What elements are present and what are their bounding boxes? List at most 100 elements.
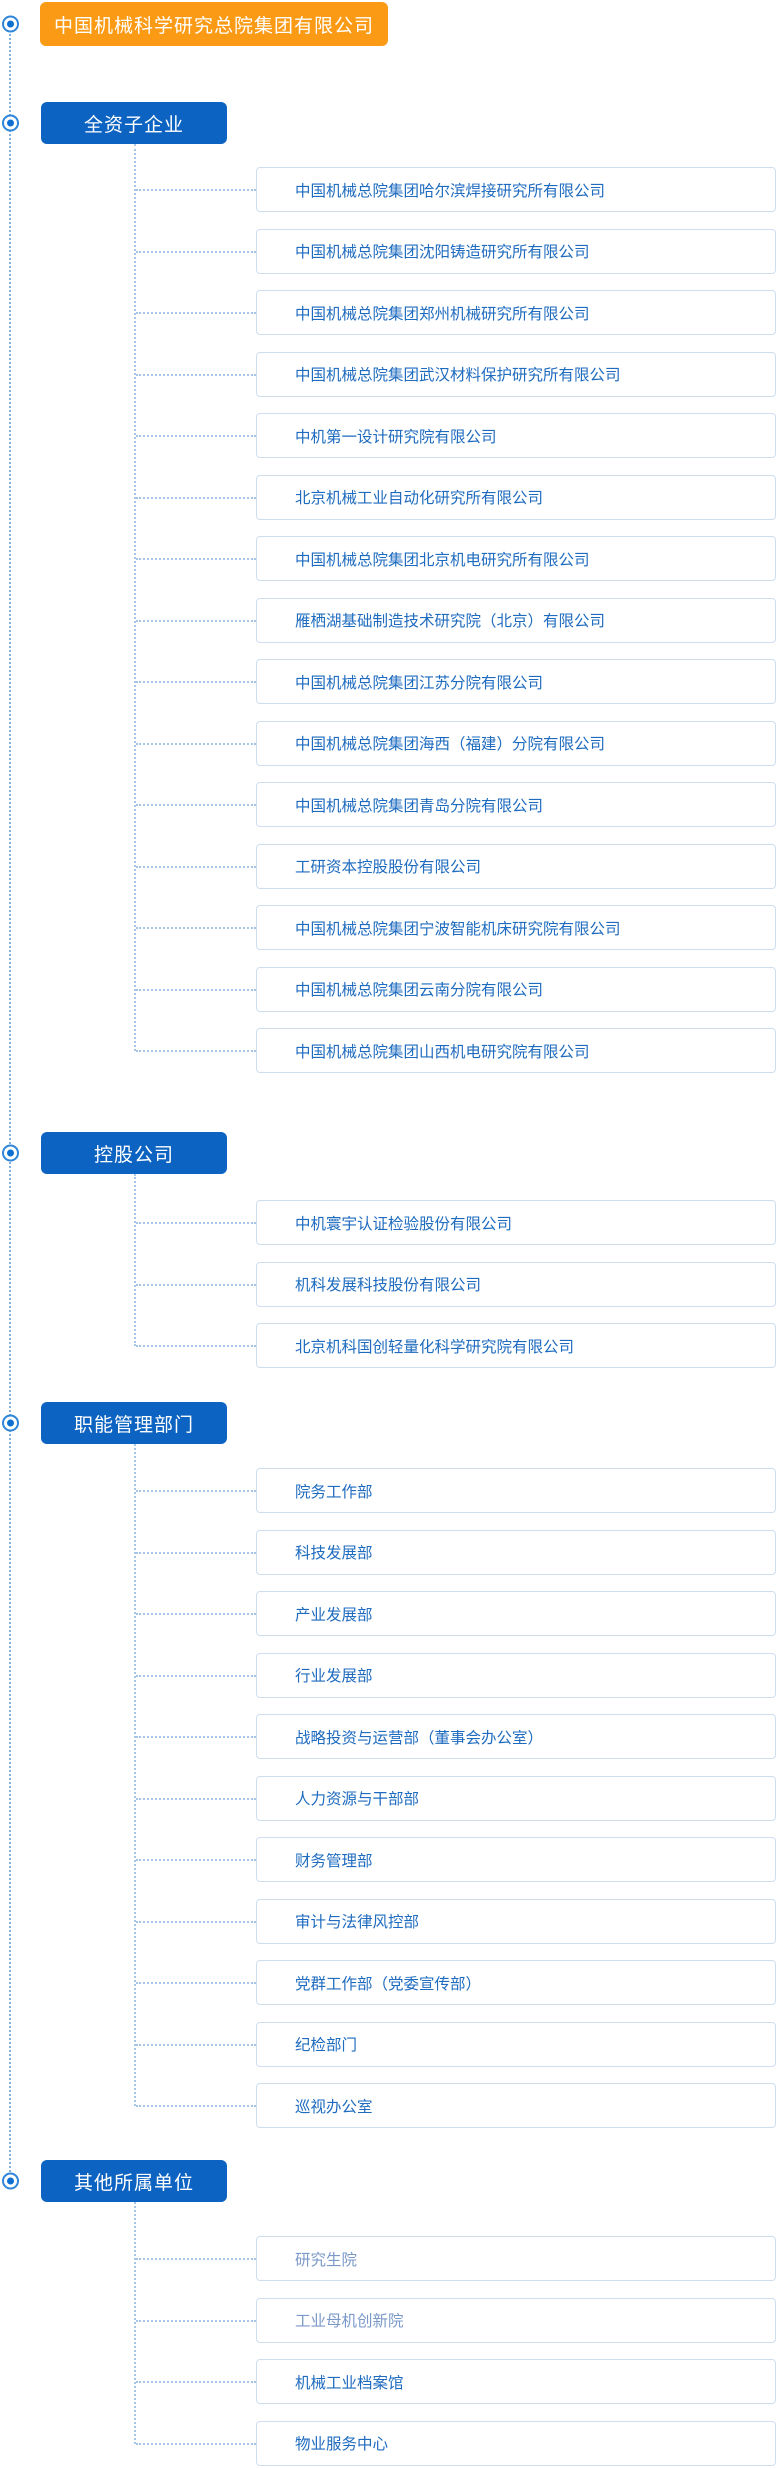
item-connector-line: [136, 619, 256, 622]
node-bullet-icon: [2, 2172, 19, 2190]
org-item[interactable]: 中国机械总院集团哈尔滨焊接研究所有限公司: [136, 167, 776, 212]
section-block: 职能管理部门院务工作部科技发展部产业发展部行业发展部战略投资与运营部（董事会办公…: [0, 1402, 779, 2128]
org-item-label: 中国机械总院集团云南分院有限公司: [295, 982, 544, 999]
org-item-label: 中国机械总院集团郑州机械研究所有限公司: [295, 305, 590, 323]
node-bullet-dot: [7, 1149, 14, 1157]
section-items: 研究生院工业母机创新院机械工业档案馆物业服务中心: [134, 2202, 776, 2466]
section-head: 全资子企业: [0, 102, 779, 144]
org-item-label: 工研资本控股股份有限公司: [295, 859, 482, 876]
org-item-label: 中国机械总院集团宁波智能机床研究院有限公司: [295, 920, 621, 938]
section-connector-line: [134, 2202, 136, 2444]
item-connector-line: [136, 373, 256, 376]
org-item-label: 机科发展科技股份有限公司: [295, 1277, 482, 1294]
node-bullet-dot: [7, 119, 14, 127]
node-bullet-icon: [2, 114, 19, 132]
sections-container: 全资子企业中国机械总院集团哈尔滨焊接研究所有限公司中国机械总院集团沈阳铸造研究所…: [0, 102, 779, 2466]
org-item[interactable]: 科技发展部: [136, 1529, 776, 1575]
section-header-button[interactable]: 职能管理部门: [41, 1402, 227, 1444]
item-connector-line: [136, 1797, 256, 1800]
item-connector-line: [136, 189, 256, 191]
org-item-label: 中国机械总院集团青岛分院有限公司: [295, 797, 544, 815]
org-item[interactable]: 北京机械工业自动化研究所有限公司: [136, 474, 776, 520]
org-item-label: 中国机械总院集团江苏分院有限公司: [295, 674, 544, 692]
org-item-label: 产业发展部: [295, 1606, 373, 1624]
org-item[interactable]: 中国机械总院集团沈阳铸造研究所有限公司: [136, 228, 776, 274]
org-item-label: 工业母机创新院: [295, 2313, 404, 2330]
item-connector-line: [136, 1283, 256, 1286]
org-item[interactable]: 工业母机创新院: [136, 2297, 776, 2343]
org-item[interactable]: 院务工作部: [136, 1468, 776, 1513]
org-item[interactable]: 中国机械总院集团云南分院有限公司: [136, 966, 776, 1012]
section-items: 中机寰宇认证检验股份有限公司机科发展科技股份有限公司北京机科国创轻量化科学研究院…: [134, 1174, 776, 1368]
org-item[interactable]: 财务管理部: [136, 1837, 776, 1882]
node-bullet-dot: [7, 20, 14, 28]
org-item-label: 中国机械总院集团北京机电研究所有限公司: [295, 551, 590, 569]
org-item[interactable]: 雁栖湖基础制造技术研究院（北京）有限公司: [136, 597, 776, 643]
org-item[interactable]: 中国机械总院集团江苏分院有限公司: [136, 659, 776, 704]
node-bullet-icon: [2, 1144, 19, 1162]
item-connector-line: [136, 1613, 256, 1615]
org-item-label: 北京机械工业自动化研究所有限公司: [295, 490, 544, 507]
item-connector-line: [136, 804, 256, 806]
org-item[interactable]: 中国机械总院集团郑州机械研究所有限公司: [136, 290, 776, 335]
org-item[interactable]: 中国机械总院集团青岛分院有限公司: [136, 782, 776, 827]
section-header-button[interactable]: 控股公司: [41, 1132, 227, 1174]
node-bullet-icon: [2, 15, 19, 33]
node-bullet-icon: [2, 1414, 19, 1432]
item-connector-line: [136, 1982, 256, 1984]
org-item[interactable]: 北京机科国创轻量化科学研究院有限公司: [136, 1323, 776, 1368]
org-item[interactable]: 中国机械总院集团海西（福建）分院有限公司: [136, 720, 776, 766]
item-connector-line: [136, 2381, 256, 2383]
org-item[interactable]: 战略投资与运营部（董事会办公室）: [136, 1714, 776, 1759]
section-header-button[interactable]: 全资子企业: [41, 102, 227, 144]
org-item-label: 科技发展部: [295, 1545, 373, 1562]
org-item-label: 行业发展部: [295, 1668, 373, 1685]
org-item[interactable]: 中国机械总院集团武汉材料保护研究所有限公司: [136, 351, 776, 397]
section-items: 院务工作部科技发展部产业发展部行业发展部战略投资与运营部（董事会办公室） 人力资源…: [134, 1444, 776, 2128]
item-connector-line: [136, 1551, 256, 1554]
item-connector-line: [136, 496, 256, 499]
org-item[interactable]: 中机寰宇认证检验股份有限公司: [136, 1200, 776, 1245]
org-item-label: 中国机械总院集团山西机电研究院有限公司: [295, 1043, 590, 1061]
org-item[interactable]: 工研资本控股股份有限公司: [136, 843, 776, 889]
node-bullet-dot: [7, 1419, 14, 1427]
item-connector-line: [136, 742, 256, 745]
item-connector-line: [136, 1736, 256, 1738]
item-connector-line: [136, 1050, 256, 1052]
org-item-label: 巡视办公室: [295, 2098, 373, 2116]
org-item[interactable]: 机科发展科技股份有限公司: [136, 1261, 776, 1307]
org-item[interactable]: 行业发展部: [136, 1652, 776, 1698]
item-connector-line: [136, 681, 256, 683]
root-node-row: 中国机械科学研究总院集团有限公司: [0, 2, 779, 46]
org-item[interactable]: 人力资源与干部部: [136, 1775, 776, 1821]
item-connector-line: [136, 312, 256, 314]
org-item[interactable]: 纪检部门: [136, 2021, 776, 2067]
org-item[interactable]: 中国机械总院集团北京机电研究所有限公司: [136, 536, 776, 581]
org-item[interactable]: 中国机械总院集团宁波智能机床研究院有限公司: [136, 905, 776, 950]
org-item-label: 纪检部门: [295, 2037, 358, 2054]
org-item-label: 机械工业档案馆: [295, 2374, 404, 2392]
org-item[interactable]: 中机第一设计研究院有限公司: [136, 413, 776, 458]
org-item[interactable]: 研究生院: [136, 2236, 776, 2281]
org-item[interactable]: 物业服务中心: [136, 2420, 776, 2466]
section-block: 全资子企业中国机械总院集团哈尔滨焊接研究所有限公司中国机械总院集团沈阳铸造研究所…: [0, 102, 779, 1073]
org-item-label: 雁栖湖基础制造技术研究院（北京）有限公司: [295, 613, 606, 630]
item-connector-line: [136, 1345, 256, 1347]
item-connector-line: [136, 250, 256, 253]
section-items: 中国机械总院集团哈尔滨焊接研究所有限公司中国机械总院集团沈阳铸造研究所有限公司中…: [134, 144, 776, 1073]
org-item[interactable]: 审计与法律风控部: [136, 1898, 776, 1944]
org-item-label: 中机第一设计研究院有限公司: [295, 428, 497, 446]
org-item[interactable]: 机械工业档案馆: [136, 2359, 776, 2404]
section-header-button[interactable]: 其他所属单位: [41, 2160, 227, 2202]
section-connector-line: [134, 1444, 136, 2106]
org-item[interactable]: 巡视办公室: [136, 2083, 776, 2128]
item-connector-line: [136, 1920, 256, 1923]
org-item[interactable]: 产业发展部: [136, 1591, 776, 1636]
item-connector-line: [136, 1859, 256, 1861]
section-block: 其他所属单位研究生院工业母机创新院机械工业档案馆物业服务中心: [0, 2160, 779, 2466]
org-item-label: 党群工作部（党委宣传部）: [295, 1975, 482, 1993]
org-item[interactable]: 党群工作部（党委宣传部）: [136, 1960, 776, 2005]
org-item-label: 财务管理部: [295, 1852, 373, 1870]
org-item[interactable]: 中国机械总院集团山西机电研究院有限公司: [136, 1028, 776, 1073]
item-connector-line: [136, 865, 256, 868]
